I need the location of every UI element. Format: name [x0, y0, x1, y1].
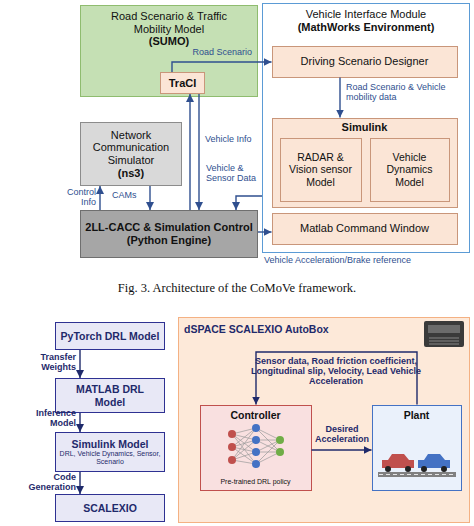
network-links	[232, 428, 280, 464]
edge-label: Transfer Weights	[26, 353, 76, 373]
box-label: Controller	[230, 409, 280, 421]
box-label: Simulink Model	[71, 438, 148, 450]
box-label: Plant	[376, 409, 458, 421]
edge-label: Desired Acceleration	[313, 425, 371, 445]
network-neuron	[252, 448, 260, 456]
box-sublabel: (Python Engine)	[127, 234, 211, 247]
network-neuron	[228, 456, 236, 464]
box-label: dSPACE SCALEXIO AutoBox	[184, 323, 464, 335]
connector-arrow	[236, 196, 262, 210]
box-label: MATLAB DRL Model	[60, 383, 160, 407]
car-wheel	[385, 466, 391, 472]
hardware-frame: dSPACE SCALEXIO AutoBoxControllerPre-tra…	[178, 317, 470, 523]
connector-arrow	[79, 472, 80, 494]
box-label: PyTorch DRL Model	[61, 330, 160, 342]
box-label: Vehicle Interface Module	[267, 8, 465, 21]
device-slots	[429, 338, 459, 344]
process-box: RADAR & Vision sensor Model	[280, 138, 362, 202]
box-label: Matlab Command Window	[300, 222, 429, 235]
box-sublabel: (MathWorks Environment)	[267, 21, 465, 34]
connector-arrow	[79, 413, 80, 432]
edge-label: Code Generation	[24, 473, 76, 493]
model-box: Simulink ModelDRL, Vehicle Dynamics, Sen…	[55, 432, 165, 472]
box-sublabel: Pre-trained DRL policy	[220, 478, 290, 486]
connector-arrow	[198, 94, 199, 210]
process-box: Vehicle Dynamics Model	[370, 138, 450, 202]
network-neuron	[228, 430, 236, 438]
simulator-box: Network Communication Simulator(ns3)	[80, 122, 182, 186]
car-wheel	[421, 466, 427, 472]
box-label: Driving Scenario Designer	[301, 55, 429, 68]
box-label: Road Scenario & Traffic Mobility Model	[104, 10, 234, 35]
interface-box: TraCI	[160, 72, 205, 94]
network-neuron	[252, 436, 260, 444]
edge-label: Vehicle Info	[205, 135, 252, 145]
car-wheel	[441, 466, 447, 472]
autobox-device	[424, 321, 464, 347]
figure-caption: Fig. 3. Architecture of the CoMoVe frame…	[0, 281, 474, 296]
box-label: 2LL-CACC & Simulation Control	[85, 221, 252, 234]
plant-box: Plant	[372, 405, 462, 491]
network-neuron	[252, 424, 260, 432]
connector-arrow	[99, 186, 100, 210]
network-neuron	[276, 448, 284, 456]
edge-label: Vehicle Acceleration/Brake reference	[264, 256, 411, 266]
edge-label: Road Scenario	[192, 48, 252, 58]
connector-arrow	[189, 94, 190, 210]
connector-arrow	[149, 186, 150, 210]
connector-arrow	[79, 350, 80, 378]
process-box: Matlab Command Window	[272, 213, 458, 245]
box-label: Simulink	[275, 121, 455, 134]
connector-arrow	[312, 449, 372, 450]
edge-label: Control Info	[54, 188, 96, 208]
box-sublabel: (ns3)	[118, 167, 144, 180]
box-label: Network Communication Simulator	[85, 129, 177, 167]
controller-box: ControllerPre-trained DRL policy	[200, 405, 312, 491]
network-neuron	[228, 443, 236, 451]
box-sublabel: (SUMO)	[85, 35, 253, 48]
model-box: PyTorch DRL Model	[55, 322, 165, 350]
model-box: MATLAB DRL Model	[55, 378, 165, 413]
edge-label: CAMs	[112, 191, 137, 201]
road-strip	[378, 472, 456, 477]
road-marking	[379, 474, 455, 475]
network-neuron	[276, 436, 284, 444]
connector-arrow	[258, 231, 272, 232]
engine-box: 2LL-CACC & Simulation Control(Python Eng…	[80, 210, 258, 258]
box-label: RADAR & Vision sensor Model	[285, 151, 357, 187]
device-panel	[428, 325, 460, 333]
module-frame: Vehicle Interface Module(MathWorks Envir…	[262, 3, 470, 253]
lead-car	[418, 454, 450, 468]
process-box: Driving Scenario Designer	[272, 46, 458, 78]
box-label: Vehicle Dynamics Model	[375, 151, 445, 187]
connector-arrow	[172, 62, 272, 72]
network-neuron	[252, 460, 260, 468]
box-sublabel: DRL, Vehicle Dynamics, Sensor, Scenario	[59, 450, 161, 466]
connector-arrow	[339, 78, 340, 118]
target-box: SCALEXIO	[55, 494, 165, 522]
group-box: SimulinkRADAR & Vision sensor Model Vehic…	[272, 118, 458, 208]
edge-label: Road Scenario & Vehicle mobility data	[346, 83, 451, 103]
edge-label: Inference Model	[26, 409, 76, 429]
ego-car	[382, 454, 414, 468]
edge-label: Vehicle & Sensor Data	[206, 164, 262, 184]
box-label: TraCI	[169, 77, 197, 90]
edge-label: Sensor data, Road friction coefficient, …	[244, 357, 429, 387]
car-wheel	[405, 466, 411, 472]
box-label: SCALEXIO	[83, 502, 137, 514]
